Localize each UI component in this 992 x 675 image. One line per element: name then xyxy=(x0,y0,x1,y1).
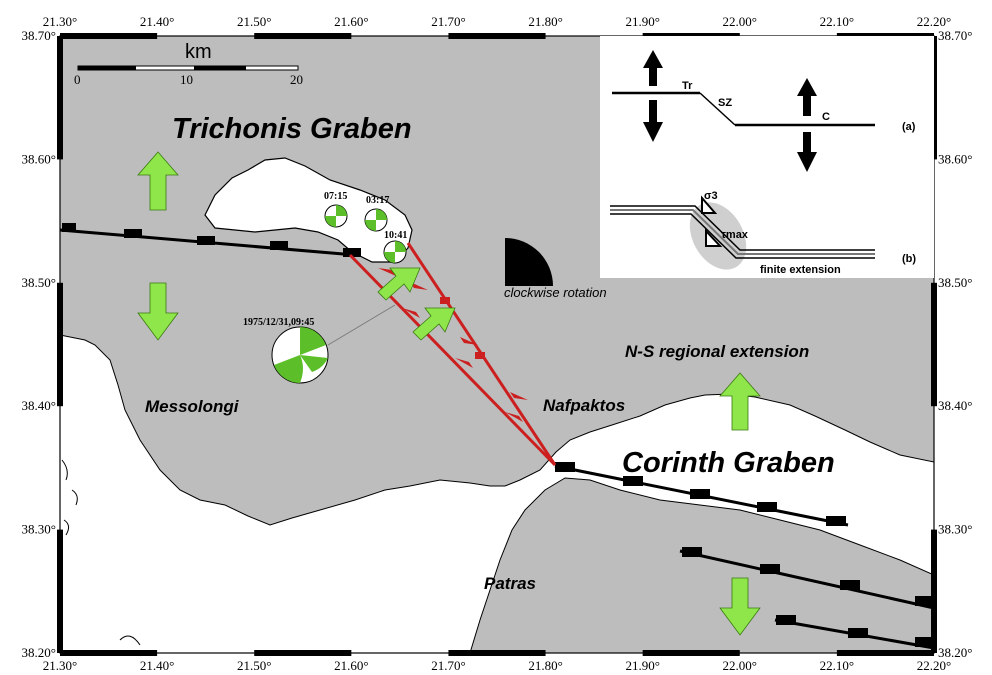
inset-a: (a) xyxy=(902,121,916,133)
trichonis-label: Trichonis Graben xyxy=(172,113,412,145)
trichonis-lake xyxy=(204,157,413,263)
x-tick-top: 22.20° xyxy=(917,14,951,29)
frame-bar xyxy=(60,33,158,39)
beachball-main xyxy=(271,326,329,384)
inset-c: C xyxy=(822,111,830,123)
inset-sigma3: σ3 xyxy=(704,190,718,202)
frame-bar xyxy=(642,650,740,656)
x-tick-bottom: 21.60° xyxy=(334,658,368,673)
rotation-label: clockwise rotation xyxy=(504,285,607,300)
ns-extension-label: N-S regional extension xyxy=(625,342,809,361)
y-tick-right: 38.50° xyxy=(938,275,972,290)
messolongi-label: Messolongi xyxy=(145,397,240,416)
event-3-label: 10:41 xyxy=(384,230,407,241)
focal-mechanisms: 1975/12/31,09:45 07:15 03:17 10:41 xyxy=(243,191,407,384)
x-axis-bottom: 21.30° 21.40° 21.50° 21.60° 21.70° 21.80° 21.9… xyxy=(43,658,951,673)
inset-tr: Tr xyxy=(682,80,693,92)
inset-sz: SZ xyxy=(718,97,732,109)
beachball-2 xyxy=(364,208,388,232)
corinth-label: Corinth Graben xyxy=(622,447,835,479)
beachball-1 xyxy=(324,204,348,228)
y-tick-right: 38.40° xyxy=(938,398,972,413)
y-tick-right: 38.70° xyxy=(938,28,972,43)
x-tick-bottom: 22.10° xyxy=(820,658,854,673)
arrow-down-east xyxy=(719,577,761,636)
inset-taumax: τmax xyxy=(721,229,749,241)
inset-finite: finite extension xyxy=(760,264,841,276)
x-tick-bottom: 21.30° xyxy=(43,658,77,673)
normal-faults xyxy=(59,223,935,650)
beachball-3 xyxy=(383,240,407,264)
frame-bar xyxy=(57,529,63,653)
frame-bar xyxy=(254,650,352,656)
x-tick-top: 21.60° xyxy=(334,14,368,29)
frame-bar xyxy=(57,282,63,407)
x-tick-bottom: 21.90° xyxy=(625,658,659,673)
arrow-ne-1 xyxy=(377,267,421,301)
land-south xyxy=(469,477,934,653)
x-tick-bottom: 21.40° xyxy=(140,658,174,673)
frame-bar xyxy=(931,282,937,407)
y-axis-left: 38.70° 38.60° 38.50° 38.40° 38.30° 38.20° xyxy=(22,28,56,660)
x-tick-top: 21.80° xyxy=(528,14,562,29)
inset-panel: Tr SZ C (a) σ3 τmax finite extension (b) xyxy=(600,36,934,278)
arrow-up-east xyxy=(719,372,761,431)
inset-b: (b) xyxy=(902,253,916,265)
y-tick-left: 38.40° xyxy=(22,398,56,413)
frame-bar xyxy=(836,650,934,656)
x-tick-top: 21.30° xyxy=(43,14,77,29)
x-tick-top: 21.40° xyxy=(140,14,174,29)
x-tick-top: 22.00° xyxy=(723,14,757,29)
scale-unit: km xyxy=(185,41,212,63)
frame-bar xyxy=(254,33,352,39)
frame-bar xyxy=(931,529,937,653)
y-tick-left: 38.20° xyxy=(22,645,56,660)
x-tick-top: 21.50° xyxy=(237,14,271,29)
y-tick-left: 38.60° xyxy=(22,151,56,166)
frame-bar xyxy=(448,33,546,39)
frame-bar xyxy=(57,36,63,160)
extension-arrows xyxy=(137,151,761,636)
x-axis-top: 21.30° 21.40° 21.50° 21.60° 21.70° 21.80° 21.9… xyxy=(43,14,951,29)
x-tick-bottom: 21.50° xyxy=(237,658,271,673)
lagoon-islets xyxy=(61,459,141,646)
x-tick-bottom: 22.20° xyxy=(917,658,951,673)
x-tick-bottom: 22.00° xyxy=(723,658,757,673)
arrow-down-west xyxy=(137,282,179,341)
patras-label: Patras xyxy=(484,574,536,593)
y-axis-right: 38.70° 38.60° 38.50° 38.40° 38.30° 38.20° xyxy=(938,28,972,660)
event-1-label: 07:15 xyxy=(324,191,347,202)
x-tick-bottom: 21.70° xyxy=(431,658,465,673)
x-tick-top: 22.10° xyxy=(820,14,854,29)
nafpaktos-label: Nafpaktos xyxy=(543,396,625,415)
scale-tick-0: 0 xyxy=(74,72,81,87)
arrow-up-west xyxy=(137,151,179,211)
y-tick-right: 38.20° xyxy=(938,645,972,660)
x-tick-top: 21.90° xyxy=(625,14,659,29)
x-tick-top: 21.70° xyxy=(431,14,465,29)
arrow-ne-2 xyxy=(412,307,456,341)
y-tick-right: 38.30° xyxy=(938,522,972,537)
event-2-label: 03:17 xyxy=(366,195,389,206)
y-tick-left: 38.70° xyxy=(22,28,56,43)
scale-tick-20: 20 xyxy=(290,72,303,87)
y-tick-left: 38.50° xyxy=(22,275,56,290)
scale-tick-10: 10 xyxy=(180,72,193,87)
scale-bar: km 0 10 20 xyxy=(74,41,303,87)
x-tick-bottom: 21.80° xyxy=(528,658,562,673)
frame-bar xyxy=(448,650,546,656)
rotation-symbol: clockwise rotation xyxy=(504,238,607,300)
y-tick-left: 38.30° xyxy=(22,522,56,537)
y-tick-right: 38.60° xyxy=(938,151,972,166)
frame-bar xyxy=(60,650,158,656)
event-main-label: 1975/12/31,09:45 xyxy=(243,317,314,328)
